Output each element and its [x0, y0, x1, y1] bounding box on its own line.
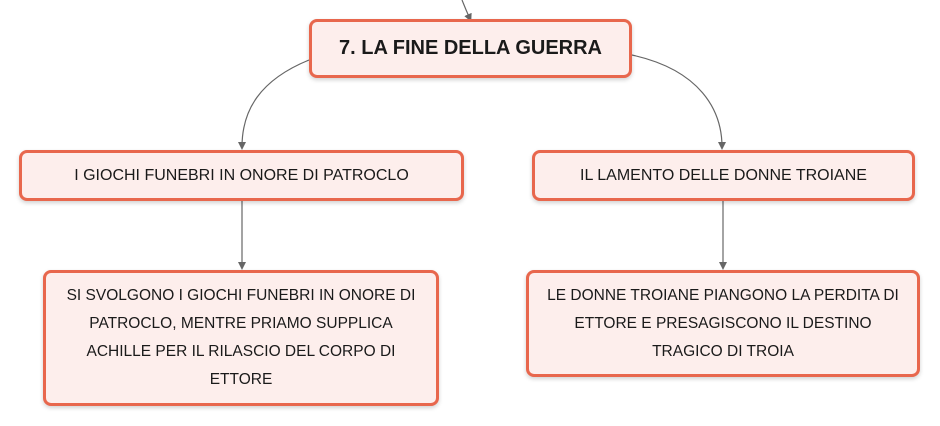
- detail-text: LE DONNE TROIANE PIANGONO LA PERDITA DI …: [547, 286, 899, 360]
- detail-node-funeral-games[interactable]: SI SVOLGONO I GIOCHI FUNEBRI IN ONORE DI…: [43, 270, 439, 406]
- branch-label: IL LAMENTO DELLE DONNE TROIANE: [580, 166, 867, 184]
- root-topic-node[interactable]: 7. LA FINE DELLA GUERRA: [309, 19, 632, 78]
- connector-from-parent: [461, 0, 472, 22]
- connector-root-to-right-branch: [631, 54, 726, 150]
- branch-node-funeral-games[interactable]: I GIOCHI FUNEBRI IN ONORE DI PATROCLO: [19, 150, 464, 201]
- connector-root-to-left-branch: [238, 59, 310, 150]
- root-topic-label: 7. LA FINE DELLA GUERRA: [339, 37, 602, 59]
- branch-node-trojan-women-lament[interactable]: IL LAMENTO DELLE DONNE TROIANE: [532, 150, 915, 201]
- detail-text: SI SVOLGONO I GIOCHI FUNEBRI IN ONORE DI…: [66, 287, 416, 388]
- branch-label: I GIOCHI FUNEBRI IN ONORE DI PATROCLO: [74, 166, 409, 184]
- detail-node-trojan-women-lament[interactable]: LE DONNE TROIANE PIANGONO LA PERDITA DI …: [526, 270, 920, 377]
